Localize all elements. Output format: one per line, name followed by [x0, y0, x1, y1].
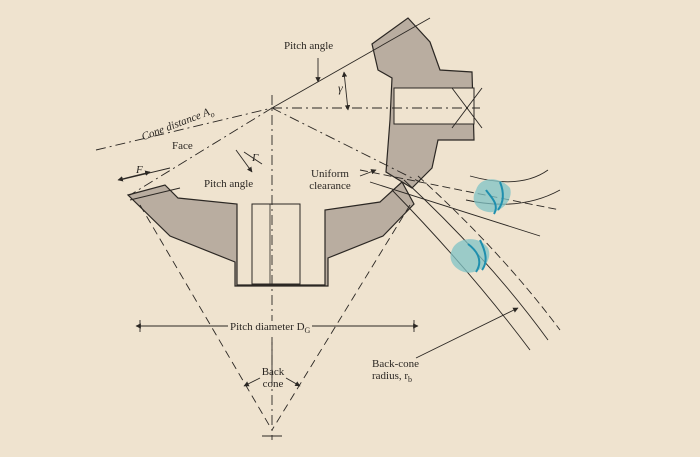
gamma-symbol: γ [338, 81, 343, 95]
back-cone-line1: Back [261, 366, 285, 378]
uniform-clearance-label: Uniform clearance [300, 168, 360, 192]
back-cone-radius-line2: radius, rb [372, 370, 419, 386]
pitch-angle-top-label: Pitch angle [284, 40, 334, 52]
pinion-bore [393, 87, 475, 125]
back-cone-radius-label: Back-cone radius, rb [372, 358, 419, 386]
pitch-diameter-subscript: G [304, 326, 311, 336]
gear-bore [251, 203, 301, 285]
back-cone-radius-line1: Back-cone [372, 358, 420, 370]
back-cone-label: Back cone [256, 366, 290, 390]
face-width-symbol: F [136, 164, 143, 176]
pitch-diameter-text: Pitch diameter D [230, 321, 305, 333]
back-cone-radius-subscript: b [408, 375, 413, 385]
capital-gamma-symbol: Γ [252, 152, 259, 164]
tooth-outline-upper [485, 181, 504, 215]
pitch-angle-inner-label: Pitch angle [204, 178, 254, 190]
tooth-outline-lower [467, 239, 487, 273]
dimension-arrows [117, 58, 519, 437]
pitch-diameter-label: Pitch diameter DG [228, 321, 313, 338]
uniform-clearance-line2: clearance [309, 180, 351, 192]
tooth-highlight-upper [473, 179, 511, 213]
uniform-clearance-line1: Uniform [311, 168, 349, 180]
back-cone-radius-text: radius, r [372, 370, 409, 382]
back-cone-line2: cone [262, 378, 284, 390]
face-label: Face [172, 140, 193, 152]
